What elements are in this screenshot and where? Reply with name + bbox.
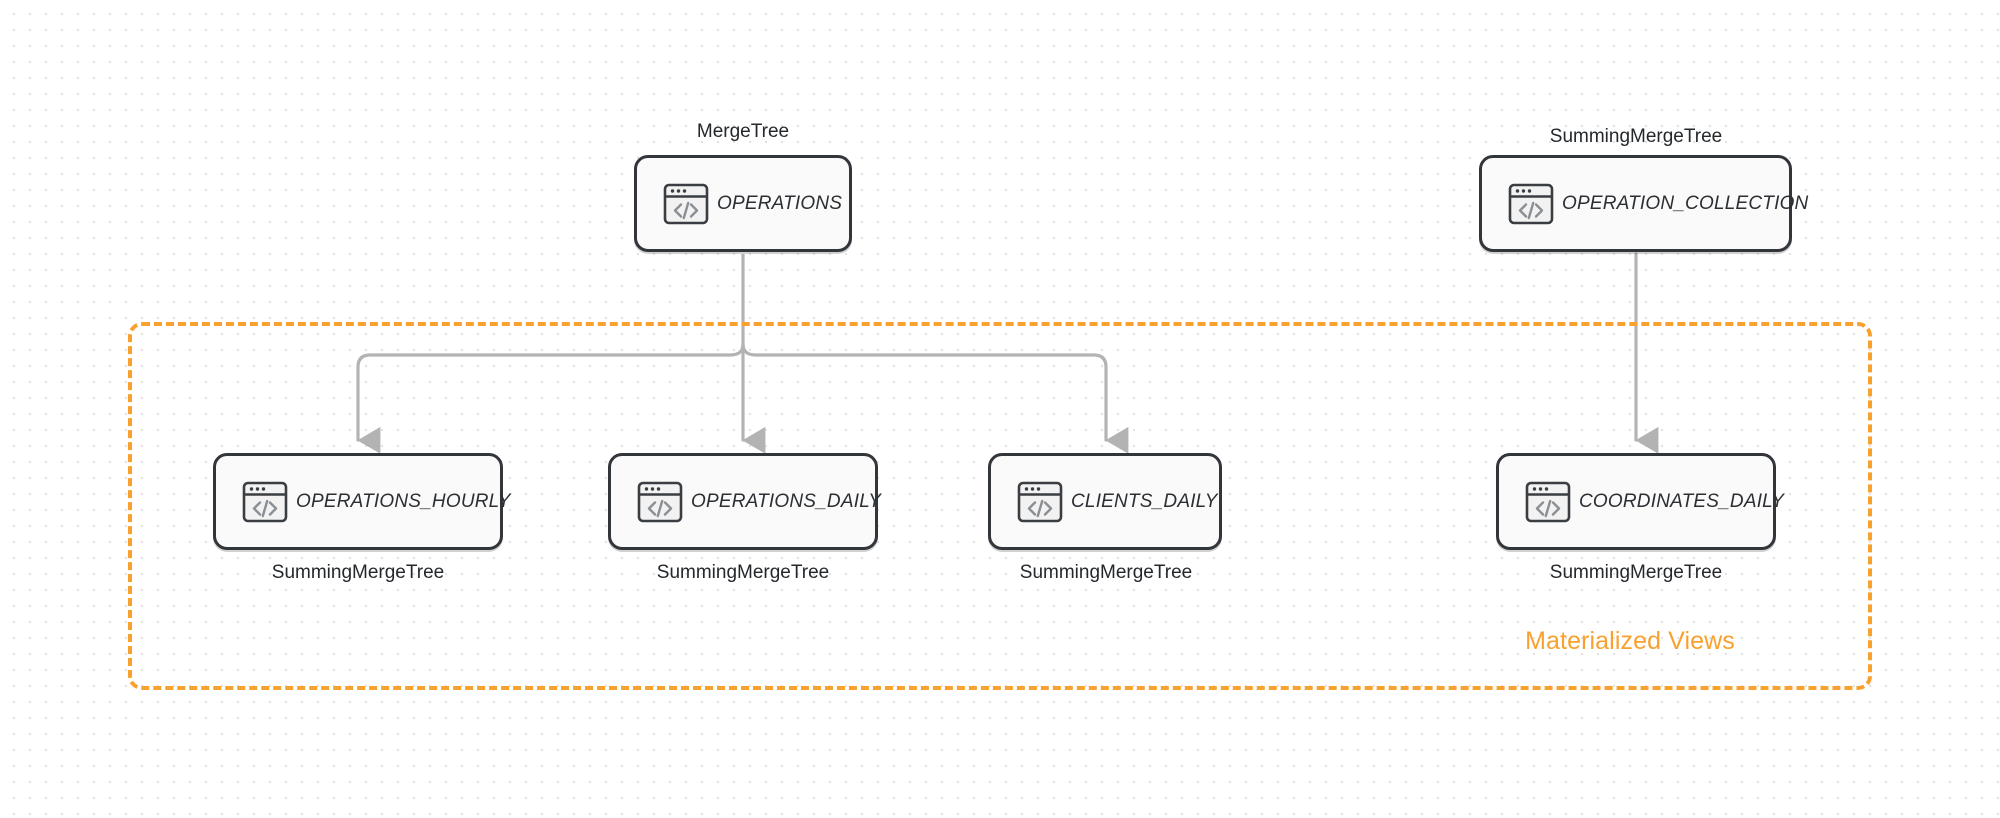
node-title-operations-hourly: OPERATIONS_HOURLY [296,490,511,512]
code-window-icon [637,481,683,522]
engine-label-clients-daily: SummingMergeTree [1019,562,1193,583]
code-window-icon [242,481,288,522]
node-coordinates-daily[interactable]: COORDINATES_DAILY [1496,453,1784,550]
engine-label-coordinates-daily: SummingMergeTree [1549,562,1723,583]
code-window-icon [1525,481,1571,522]
node-title-operations-daily: OPERATIONS_DAILY [691,490,882,512]
code-window-icon [1508,183,1554,224]
node-operations[interactable]: OPERATIONS [634,155,852,252]
node-operation-collection[interactable]: OPERATION_COLLECTION [1479,155,1808,252]
node-title-coordinates-daily: COORDINATES_DAILY [1579,490,1785,512]
node-clients-daily[interactable]: CLIENTS_DAILY [988,453,1222,550]
code-window-icon [663,183,709,224]
code-window-icon [1017,481,1063,522]
engine-label-operation-collection: SummingMergeTree [1549,126,1723,147]
materialized-views-group-label: Materialized Views [1525,627,1735,655]
engine-label-operations-daily: SummingMergeTree [656,562,830,583]
node-operations-hourly[interactable]: OPERATIONS_HOURLY [213,453,510,550]
materialized-views-group [128,322,1872,690]
node-title-operation-collection: OPERATION_COLLECTION [1562,192,1809,214]
node-operations-daily[interactable]: OPERATIONS_DAILY [608,453,881,550]
node-title-operations: OPERATIONS [717,192,843,214]
engine-label-operations: MergeTree [696,121,790,142]
node-title-clients-daily: CLIENTS_DAILY [1071,490,1218,512]
engine-label-operations-hourly: SummingMergeTree [271,562,445,583]
